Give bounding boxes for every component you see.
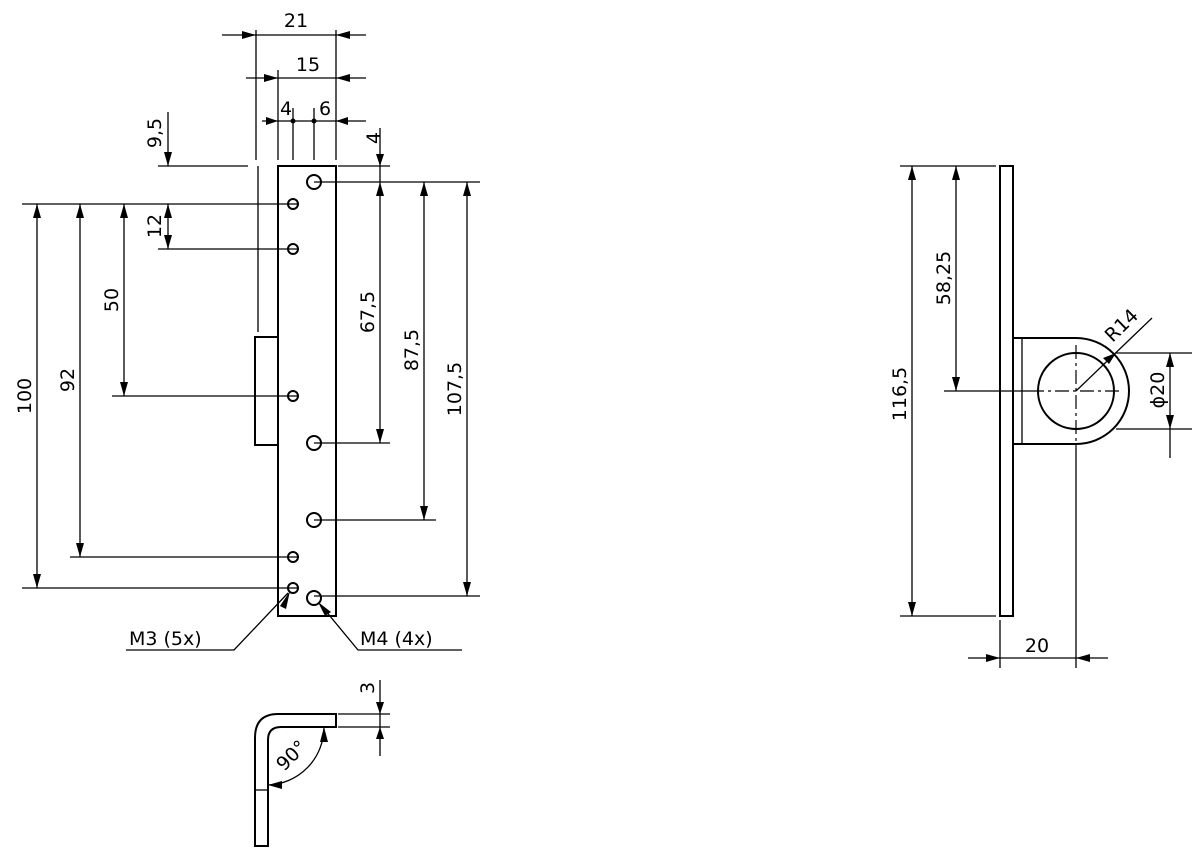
dim-d20: ϕ20 bbox=[1147, 372, 1169, 409]
dim-12: 12 bbox=[144, 214, 166, 238]
dim-offset-4: 4 bbox=[280, 98, 292, 120]
front-view: 21 15 4 6 4 9,5 12 bbox=[14, 10, 480, 651]
dim-50: 50 bbox=[101, 288, 123, 312]
dim-thickness-3: 3 bbox=[357, 682, 379, 694]
label-m4: M4 (4x) bbox=[360, 628, 433, 650]
dim-107-5: 107,5 bbox=[444, 362, 466, 416]
dim-width-15: 15 bbox=[296, 54, 320, 76]
dim-100: 100 bbox=[14, 378, 36, 414]
dim-20: 20 bbox=[1025, 635, 1049, 657]
side-lug bbox=[1013, 337, 1130, 445]
dim-116-5: 116,5 bbox=[889, 367, 911, 421]
m4-hole bbox=[306, 590, 322, 606]
dim-87-5: 87,5 bbox=[401, 329, 423, 371]
dim-9-5: 9,5 bbox=[144, 118, 166, 148]
dim-offset-6: 6 bbox=[319, 98, 331, 120]
dim-58-25: 58,25 bbox=[933, 251, 955, 305]
m4-holes bbox=[306, 174, 322, 606]
label-m3: M3 (5x) bbox=[129, 628, 202, 650]
dim-top-4: 4 bbox=[363, 132, 385, 144]
bend-profile bbox=[254, 713, 337, 847]
dim-92: 92 bbox=[57, 368, 79, 392]
bracket-plate bbox=[277, 165, 337, 617]
dim-67-5: 67,5 bbox=[357, 291, 379, 333]
side-view: 116,5 58,25 R14 ϕ20 20 bbox=[889, 165, 1192, 668]
dim-r14: R14 bbox=[1101, 305, 1143, 347]
dim-width-21: 21 bbox=[284, 10, 308, 32]
bracket-flange bbox=[254, 336, 279, 446]
bend-view: 3 90° bbox=[254, 680, 390, 847]
